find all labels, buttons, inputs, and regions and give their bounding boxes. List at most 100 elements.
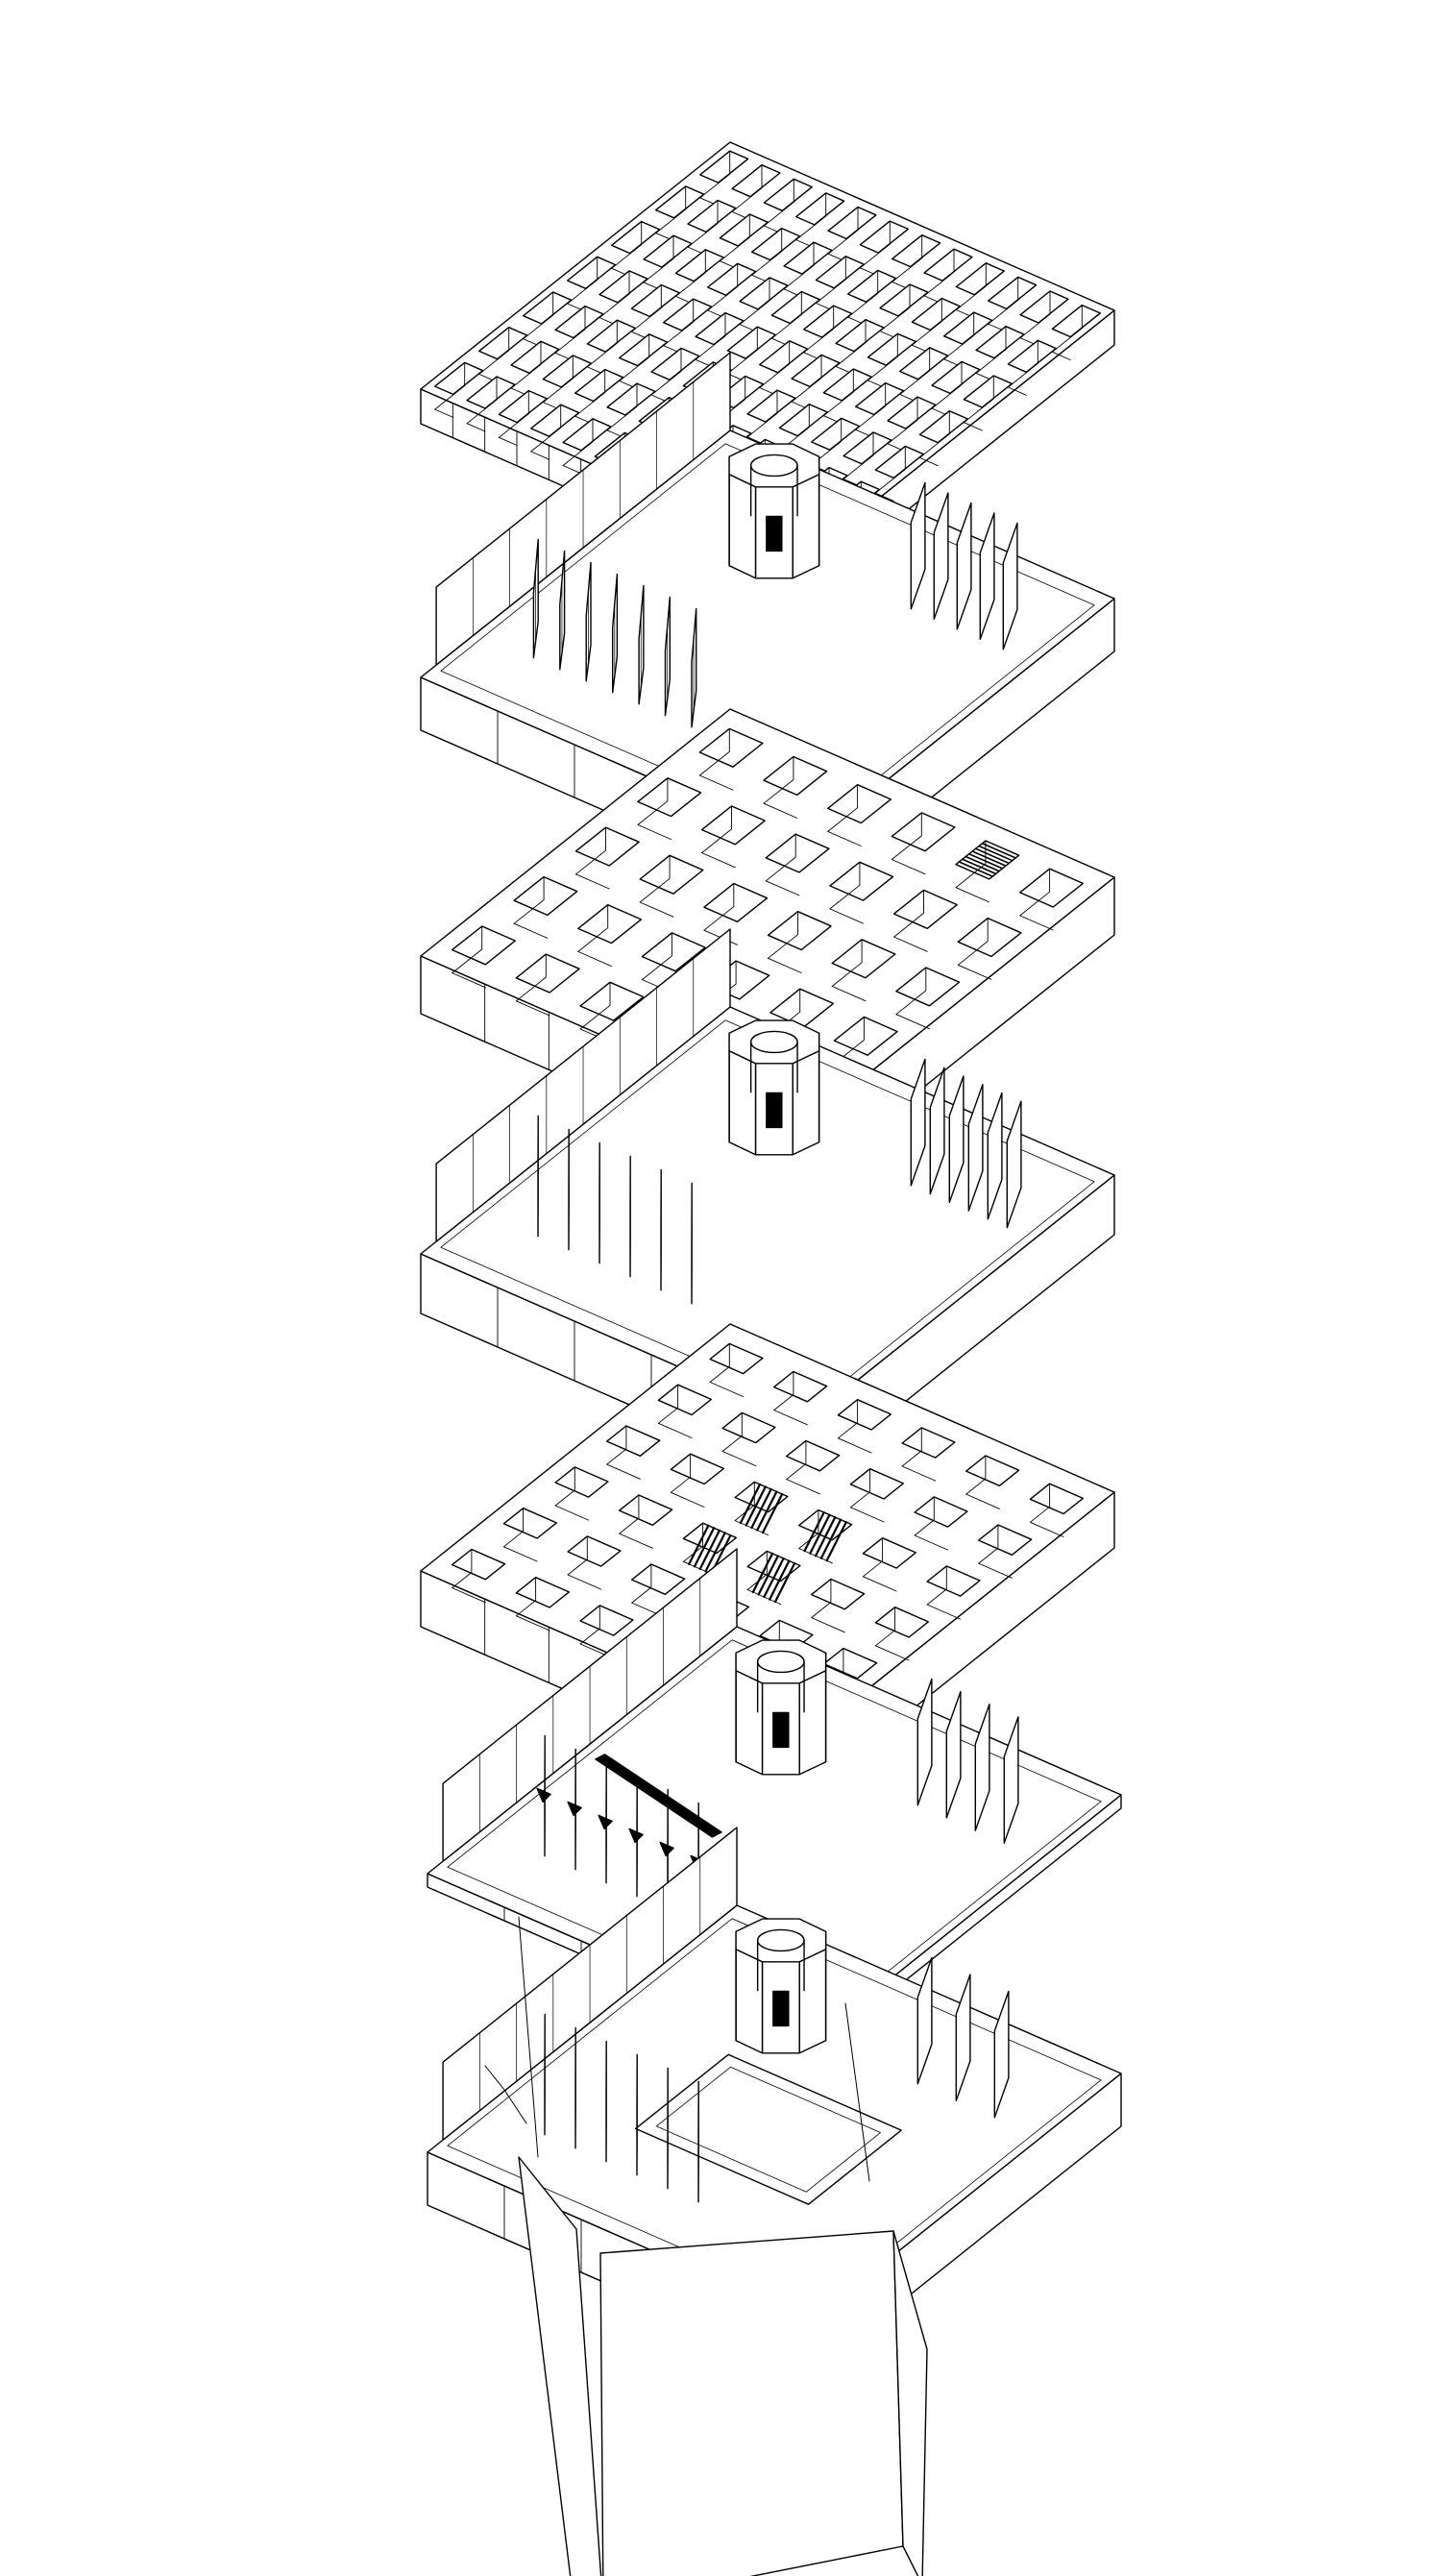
cell-depth-edge (1030, 1522, 1063, 1536)
core-cylinder-top (751, 1031, 797, 1052)
stair-tread (821, 1520, 841, 1558)
grid-cell (875, 1607, 928, 1637)
grid-cell (467, 377, 515, 408)
grid-cell (740, 278, 788, 309)
grid-cell (863, 1538, 916, 1568)
cell-depth-edge (752, 229, 782, 276)
cell-depth-edge (599, 271, 629, 318)
stair-tread (769, 1560, 789, 1599)
grid-cell (804, 306, 852, 337)
core-wall (729, 1051, 755, 1155)
cell-depth-edge (607, 1426, 626, 1464)
cell-depth-edge (919, 457, 938, 465)
grid-cell (843, 432, 891, 464)
cell-depth-edge (632, 1564, 651, 1603)
ghost-edge (485, 2066, 526, 2123)
layer-foundation-box (485, 1917, 927, 2576)
hatch-line (959, 862, 992, 876)
cell-depth-edge (932, 361, 962, 408)
grid-cell (944, 312, 992, 344)
hatch-line (969, 854, 1003, 869)
cell-depth-edge (888, 397, 917, 444)
hatch-line (976, 848, 1010, 863)
stair-tread (746, 1486, 766, 1525)
grid-cell (966, 1456, 1019, 1485)
cell-depth-edge (499, 437, 517, 445)
grid-cell (568, 1536, 621, 1566)
cell-depth-edge (620, 334, 649, 381)
cell-depth-edge (578, 951, 612, 966)
cell-depth-edge (812, 418, 842, 465)
stair-tread (810, 1515, 829, 1554)
grid-cell (848, 270, 896, 302)
cell-depth-edge (875, 446, 905, 493)
stair-tread (816, 1517, 835, 1556)
stair-tread (805, 1512, 824, 1551)
cell-depth-edge (516, 954, 546, 1001)
cell-depth-edge (832, 940, 862, 987)
partition-panel (1007, 1101, 1021, 1227)
cell-depth-edge (708, 263, 738, 310)
grid-cell (612, 222, 660, 254)
cell-depth-edge (575, 370, 605, 417)
cell-depth-edge (875, 1646, 909, 1660)
cell-depth-edge (675, 250, 705, 297)
grid-cell (599, 271, 647, 303)
grid-cell (747, 390, 795, 422)
grid-cell (688, 201, 736, 233)
partition-panel (980, 513, 994, 639)
cell-depth-edge (479, 328, 509, 375)
cell-depth-edge (838, 1438, 871, 1453)
cell-depth-edge (651, 348, 681, 395)
grid-cell (1030, 1484, 1083, 1513)
cell-depth-edge (912, 299, 941, 346)
hatch-line (972, 851, 1006, 866)
cell-depth-edge (576, 827, 606, 874)
cell-depth-edge (774, 1372, 794, 1411)
grid-cell (671, 1454, 723, 1484)
grid-cell (764, 179, 812, 210)
cell-depth-edge (769, 958, 802, 972)
partition-panel (1003, 524, 1017, 650)
cell-depth-edge (578, 905, 608, 952)
cell-depth-edge (580, 1606, 599, 1644)
cell-depth-edge (467, 377, 497, 424)
stair-tread (827, 1522, 846, 1560)
cell-depth-edge (891, 860, 925, 874)
grid-cell (435, 362, 483, 394)
cell-depth-edge (816, 257, 845, 304)
grid-cell (856, 383, 904, 415)
floor-void (636, 2054, 902, 2204)
cell-depth-edge (760, 341, 790, 388)
grid-cell (720, 214, 768, 246)
partition-panel (930, 1067, 944, 1193)
cell-depth-edge (467, 424, 485, 431)
plate-inner-rim (441, 1020, 1094, 1409)
cell-depth-edge (832, 987, 866, 1001)
grid-cell (912, 299, 960, 331)
cell-depth-edge (524, 292, 553, 339)
cell-depth-edge (896, 1015, 930, 1029)
cell-depth-edge (720, 214, 749, 261)
grid-cell (516, 954, 579, 993)
cell-depth-edge (799, 1510, 818, 1549)
cell-depth-edge (503, 1547, 537, 1561)
core-cylinder-top (758, 1651, 804, 1672)
grid-cell (958, 919, 1021, 957)
grid-cell (587, 320, 635, 352)
core-door (773, 1991, 789, 2025)
grid-cell (900, 348, 948, 380)
core-wall (793, 475, 818, 578)
core-wall (736, 1671, 762, 1775)
cell-depth-edge (514, 877, 544, 924)
grid-cell (891, 813, 955, 851)
grid-cell (779, 405, 827, 436)
partition-panel (917, 1958, 932, 2084)
cell-depth-edge (812, 1618, 845, 1632)
cell-depth-edge (702, 853, 736, 868)
box-right-face (893, 2231, 927, 2576)
cell-depth-edge (607, 1464, 641, 1479)
cell-depth-edge (787, 1441, 806, 1480)
cell-depth-edge (580, 982, 610, 1029)
cell-depth-edge (979, 1525, 998, 1563)
